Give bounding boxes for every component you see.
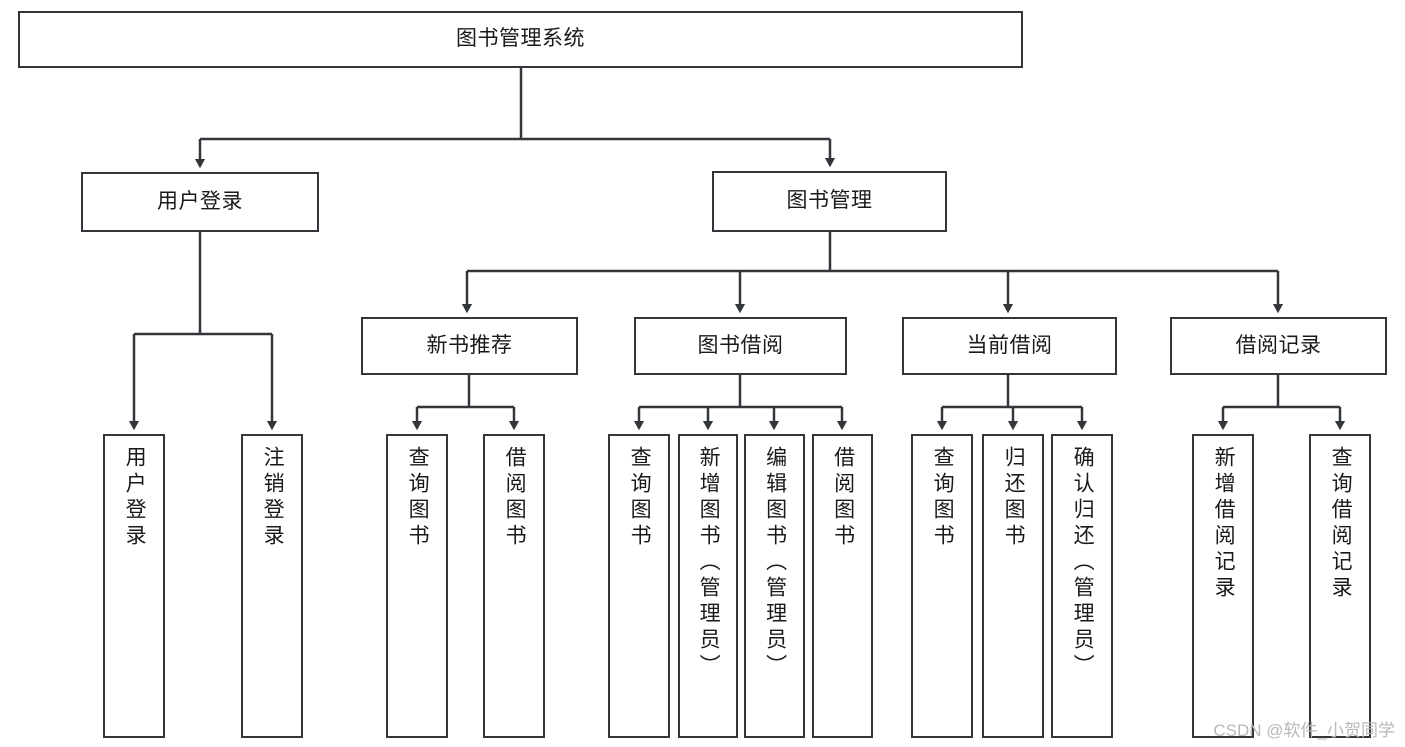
node-user-login[interactable]: 用户登录: [81, 172, 319, 232]
node-leaf-add-borrow-record[interactable]: 新增借阅记录: [1192, 434, 1254, 738]
node-leaf-logout[interactable]: 注销登录: [241, 434, 303, 738]
node-new-book-recommend[interactable]: 新书推荐: [361, 317, 578, 375]
node-book-management[interactable]: 图书管理: [712, 171, 947, 232]
node-leaf-add-book-admin-label: 新增图书（管理员）: [697, 446, 721, 680]
node-leaf-borrow-book[interactable]: 借阅图书: [812, 434, 873, 738]
node-root-label: 图书管理系统: [456, 27, 585, 51]
node-current-borrow[interactable]: 当前借阅: [902, 317, 1117, 375]
node-leaf-user-login[interactable]: 用户登录: [103, 434, 165, 738]
node-leaf-query-book-recommend-label: 查询图书: [406, 446, 430, 550]
node-leaf-confirm-return-admin[interactable]: 确认归还（管理员）: [1051, 434, 1113, 738]
node-leaf-user-login-label: 用户登录: [123, 446, 147, 550]
node-leaf-add-borrow-record-label: 新增借阅记录: [1212, 446, 1236, 602]
node-current-borrow-label: 当前借阅: [966, 333, 1053, 357]
node-book-management-label: 图书管理: [786, 189, 873, 213]
node-leaf-query-book-current[interactable]: 查询图书: [911, 434, 973, 738]
node-leaf-edit-book-admin[interactable]: 编辑图书（管理员）: [744, 434, 805, 738]
node-leaf-borrow-book-label: 借阅图书: [831, 446, 855, 550]
node-leaf-borrow-book-recommend-label: 借阅图书: [503, 446, 527, 550]
node-leaf-query-book-borrow[interactable]: 查询图书: [608, 434, 670, 738]
node-leaf-borrow-book-recommend[interactable]: 借阅图书: [483, 434, 545, 738]
node-user-login-label: 用户登录: [157, 189, 243, 213]
node-leaf-query-borrow-record[interactable]: 查询借阅记录: [1309, 434, 1371, 738]
node-root[interactable]: 图书管理系统: [18, 11, 1023, 68]
node-book-borrow-label: 图书借阅: [697, 333, 784, 357]
node-leaf-edit-book-admin-label: 编辑图书（管理员）: [763, 446, 787, 680]
node-leaf-return-book-label: 归还图书: [1002, 446, 1026, 550]
node-leaf-add-book-admin[interactable]: 新增图书（管理员）: [678, 434, 738, 738]
node-borrow-record-label: 借阅记录: [1235, 333, 1322, 357]
node-leaf-confirm-return-admin-label: 确认归还（管理员）: [1071, 446, 1095, 680]
node-new-book-recommend-label: 新书推荐: [426, 333, 513, 357]
node-leaf-query-book-recommend[interactable]: 查询图书: [386, 434, 448, 738]
node-leaf-query-borrow-record-label: 查询借阅记录: [1329, 446, 1353, 602]
node-leaf-return-book[interactable]: 归还图书: [982, 434, 1044, 738]
node-leaf-logout-label: 注销登录: [261, 446, 285, 550]
node-leaf-query-book-current-label: 查询图书: [931, 446, 955, 550]
node-leaf-query-book-borrow-label: 查询图书: [628, 446, 652, 550]
node-borrow-record[interactable]: 借阅记录: [1170, 317, 1387, 375]
node-book-borrow[interactable]: 图书借阅: [634, 317, 847, 375]
